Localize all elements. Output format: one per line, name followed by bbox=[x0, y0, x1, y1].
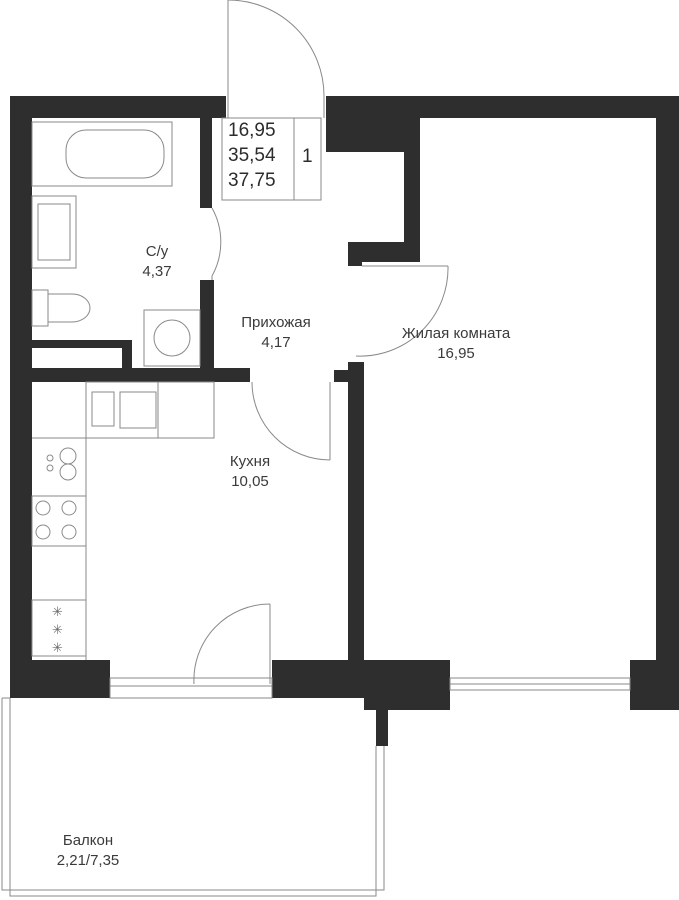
living-door bbox=[355, 265, 449, 357]
area-values: 16,95 35,54 37,75 bbox=[228, 118, 276, 193]
room-area: 16,95 bbox=[437, 345, 475, 362]
balcony-door bbox=[193, 603, 271, 685]
room-name: Жилая комната bbox=[401, 325, 511, 342]
kitchen-door bbox=[251, 381, 331, 461]
room-name: Кухня bbox=[229, 453, 271, 470]
svg-text:✳: ✳ bbox=[52, 641, 63, 656]
total-area-with-balcony-value: 37,75 bbox=[228, 170, 276, 191]
rooms-count: 1 bbox=[302, 146, 313, 167]
bathroom-label: С/у 4,37 bbox=[130, 242, 184, 282]
room-area: 4,37 bbox=[142, 263, 172, 280]
bathroom-sink bbox=[31, 195, 77, 269]
kitchen-counter bbox=[85, 381, 215, 439]
walls bbox=[10, 96, 679, 746]
room-area: 10,05 bbox=[231, 473, 269, 490]
apartment-area-box: 16,95 35,54 37,75 1 bbox=[222, 118, 321, 200]
room-name: Прихожая bbox=[241, 314, 311, 331]
kitchen-window bbox=[109, 677, 273, 699]
balcony-outline bbox=[9, 698, 377, 897]
living-area-value: 16,95 bbox=[228, 120, 276, 141]
fridge-stars: ✳ ✳ ✳ bbox=[52, 605, 63, 656]
kitchen-sink bbox=[119, 391, 157, 429]
room-area: 2,21/7,35 bbox=[56, 852, 120, 869]
room-name: С/у bbox=[145, 243, 169, 260]
kitchen-label: Кухня 10,05 bbox=[210, 452, 290, 492]
total-area-value: 35,54 bbox=[228, 145, 276, 166]
living-room-label: Жилая комната 16,95 bbox=[386, 324, 526, 364]
bathtub bbox=[31, 121, 173, 187]
room-name: Балкон bbox=[62, 832, 114, 849]
stove bbox=[31, 495, 87, 547]
hallway-label: Прихожая 4,17 bbox=[226, 313, 326, 353]
toilet bbox=[31, 289, 49, 327]
bathroom-door bbox=[211, 207, 222, 277]
room-area: 4,17 bbox=[261, 334, 291, 351]
washing-machine bbox=[143, 309, 201, 367]
svg-text:✳: ✳ bbox=[52, 605, 63, 620]
svg-text:✳: ✳ bbox=[52, 623, 63, 638]
fridge bbox=[31, 599, 87, 657]
lines bbox=[1, 0, 631, 897]
balcony-label: Балкон 2,21/7,35 bbox=[40, 831, 136, 871]
